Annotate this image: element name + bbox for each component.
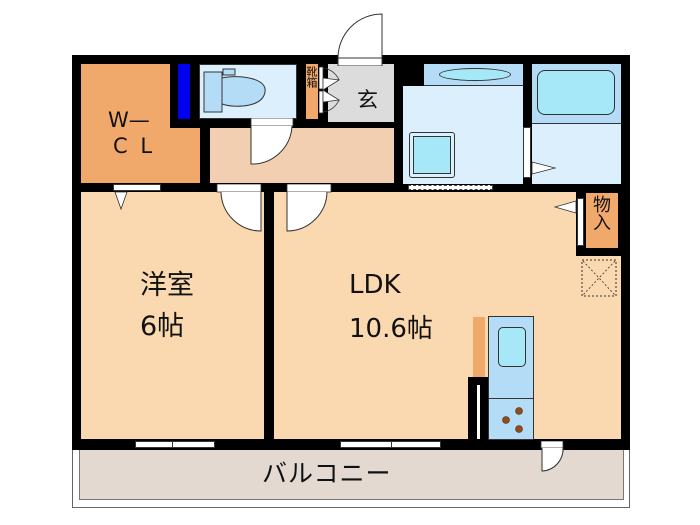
- front-door-icon: [337, 13, 383, 66]
- entrance: [328, 64, 394, 122]
- washbasin-icon: [439, 68, 511, 81]
- western-room-door-icon: [216, 184, 262, 232]
- western-room: [81, 192, 264, 439]
- ldk-door-icon: [286, 184, 332, 232]
- stove-burners-icon: [502, 407, 523, 433]
- closet-door-handle-icon: [114, 191, 128, 211]
- kitchen-wall-slot: [477, 385, 480, 439]
- kitchen-backsplash: [473, 317, 485, 377]
- storage-label: 物入: [590, 195, 611, 231]
- toilet-icon: [203, 68, 266, 113]
- wash-wall-notch: [403, 64, 424, 86]
- shoe-box: [306, 64, 318, 119]
- storage-closet: [586, 193, 618, 248]
- ldk-size: 10.6帖: [349, 314, 433, 344]
- shoe-box-label: 靴箱: [305, 66, 318, 88]
- wash-sliding-door: [408, 185, 493, 190]
- bathtub-icon: [537, 70, 615, 115]
- toilet-door-icon: [250, 118, 294, 165]
- ldk-name: LDK: [349, 270, 401, 300]
- entrance-label: 玄: [357, 88, 378, 112]
- wcl-label-line1: W—: [108, 108, 150, 132]
- closet-door: [113, 184, 161, 191]
- balcony-label: バルコニー: [262, 459, 392, 488]
- kitchen-sink-icon: [498, 327, 526, 367]
- bath-door-handle-icon: [531, 161, 557, 175]
- western-room-name: 洋室: [140, 270, 194, 301]
- wcl-label-line2: C L: [113, 134, 156, 158]
- western-room-window[interactable]: [135, 441, 215, 448]
- ceiling-hatch-icon: [581, 259, 617, 297]
- western-room-size: 6帖: [140, 311, 185, 342]
- storage-door-handle-icon: [553, 200, 577, 214]
- ldk-room: [274, 192, 621, 439]
- storage-door: [577, 198, 584, 246]
- balcony-door-icon: [540, 441, 564, 472]
- ldk-window[interactable]: [340, 441, 441, 448]
- washing-machine-icon: [409, 132, 455, 178]
- bath-door: [523, 127, 531, 178]
- hallway: [210, 128, 394, 183]
- shoe-box-doors-icon: [319, 66, 341, 114]
- balcony-floor: [79, 442, 624, 500]
- stove-divider: [488, 398, 534, 399]
- toilet-shelf: [178, 64, 190, 119]
